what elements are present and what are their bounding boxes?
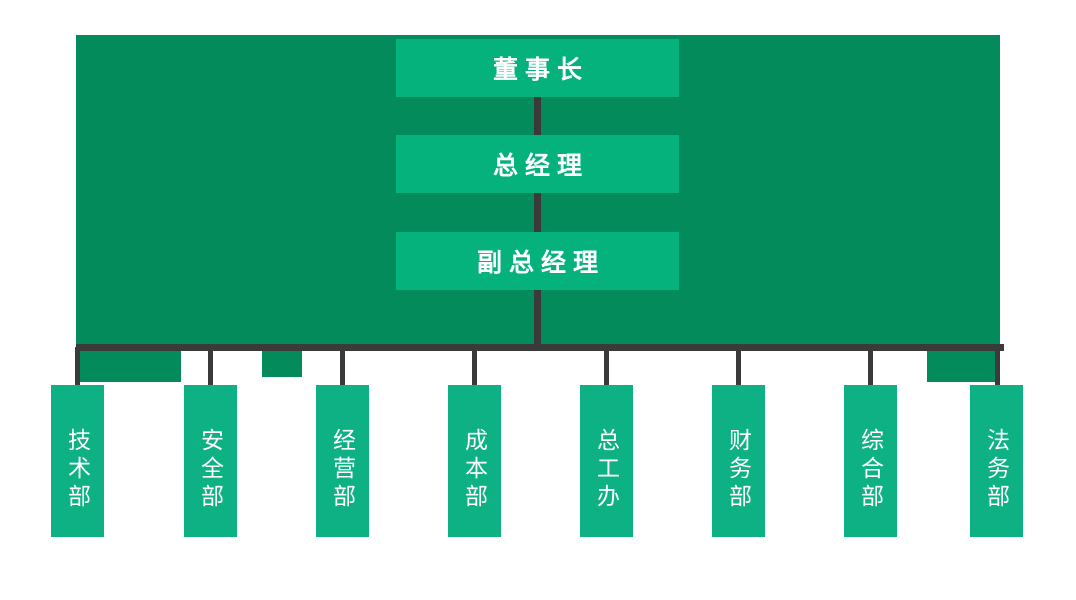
drop-line-2	[208, 347, 213, 387]
drop-line-3	[340, 347, 345, 387]
drop-line-7	[868, 347, 873, 387]
connector-chairman-to-gm	[534, 97, 541, 135]
connector-deputy-to-bus	[534, 290, 541, 347]
bus-bar	[76, 344, 1004, 351]
node-general-manager[interactable]: 总经理	[396, 135, 679, 193]
node-department-general-affairs[interactable]: 综合部	[844, 385, 897, 537]
panel-tab-middle	[262, 347, 302, 377]
connector-gm-to-deputy	[534, 193, 541, 232]
drop-line-8	[995, 347, 1000, 387]
node-chairman[interactable]: 董事长	[396, 39, 679, 97]
drop-line-4	[472, 347, 477, 387]
node-department-cost[interactable]: 成本部	[448, 385, 501, 537]
node-department-chief-engineer-office[interactable]: 总工办	[580, 385, 633, 537]
node-department-technology[interactable]: 技术部	[51, 385, 104, 537]
node-department-legal[interactable]: 法务部	[970, 385, 1023, 537]
panel-tab-right	[927, 347, 1000, 382]
panel-tab-left	[76, 347, 181, 382]
drop-line-6	[736, 347, 741, 387]
node-department-safety[interactable]: 安全部	[184, 385, 237, 537]
node-department-finance[interactable]: 财务部	[712, 385, 765, 537]
node-deputy-general-manager[interactable]: 副总经理	[396, 232, 679, 290]
drop-line-5	[604, 347, 609, 387]
node-department-operations[interactable]: 经营部	[316, 385, 369, 537]
drop-line-1	[75, 347, 80, 387]
